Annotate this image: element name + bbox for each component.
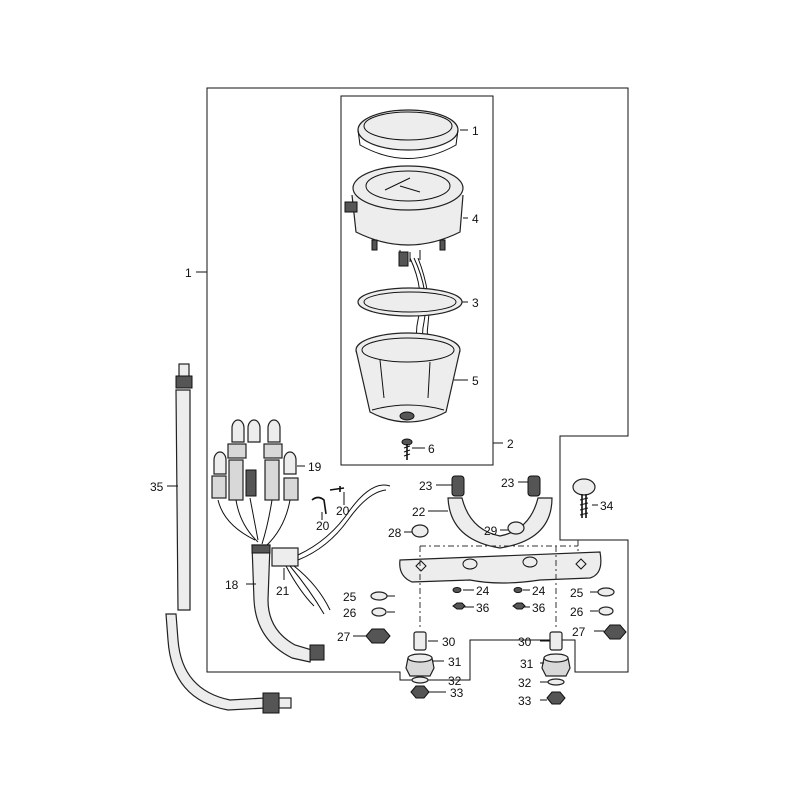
washer-25-left [370,591,388,601]
speedometer-cable-part [165,363,292,714]
washer-24-right [513,587,523,593]
nut-27-left [365,628,391,644]
callout-5: 5 [472,374,479,388]
callout-1: 1 [185,266,192,280]
callout-21: 21 [276,584,290,598]
harness-band [251,544,271,554]
callout-32-left: 32 [448,674,462,688]
mounting-plate-part [399,551,602,584]
callout-26-right: 26 [570,605,584,619]
harness-connector [309,644,325,661]
callout-27-left: 27 [337,630,351,644]
callout-2: 2 [507,437,514,451]
callout-31-right: 31 [520,657,534,671]
screw-20-part-a [329,486,345,492]
callout-33-right: 33 [518,694,532,708]
callout-36-left: 36 [476,601,490,615]
washer-26-left [371,607,387,617]
assembly-boundary-1 [206,87,629,681]
callout-22: 22 [412,505,426,519]
screw-6-part [401,438,413,460]
washer-26-right [598,606,614,616]
callout-labels: 1 4 3 5 6 2 1 35 19 20 20 18 21 23 23 22… [150,124,614,708]
grommet-23-right [527,475,541,497]
bulb-sockets-part [211,419,299,501]
callout-31-left: 31 [448,655,462,669]
callout-4: 3 [472,296,479,310]
callout-19: 19 [308,460,322,474]
callout-18: 18 [225,578,239,592]
damper-stack-left [405,631,435,699]
nut-36-right [512,602,526,610]
connector-21-part [271,484,391,615]
callout-36-right: 36 [532,601,546,615]
callout-34: 34 [600,499,614,513]
callout-20-b: 20 [316,519,330,533]
washer-24-left [452,587,462,593]
nut-36-left [452,602,466,610]
gasket-part [357,287,463,317]
callout-20-a: 20 [336,504,350,518]
callout-6: 6 [428,442,435,456]
damper-stack-right [541,631,571,705]
nut-27-right [603,624,627,640]
callout-35: 35 [150,480,164,494]
washer-25-right [597,587,615,597]
bolt-34-part [572,478,596,518]
callout-33-left: 33 [450,686,464,700]
bracket-22-part [447,497,553,549]
callout-24-right: 24 [532,584,546,598]
speedometer-body-part [344,165,464,267]
cap-29-part [507,521,525,535]
callout-28: 28 [388,526,402,540]
meter-assembly-box-2 [340,95,494,466]
callout-23-left: 23 [419,479,433,493]
callout-30-left: 30 [442,635,456,649]
callout-25-left: 25 [343,590,357,604]
wire-harness-part [217,497,291,547]
callout-7: 1 [472,124,479,138]
callout-27-right: 27 [572,625,586,639]
callout-26-left: 26 [343,606,357,620]
callout-23-right: 23 [501,476,515,490]
cap-28-part [411,524,429,538]
callout-29: 29 [484,524,498,538]
meter-case-part [355,332,461,423]
callout-32-right: 32 [518,676,532,690]
screw-20-part-b [311,496,327,515]
callout-24-left: 24 [476,584,490,598]
bezel-ring-part [357,109,459,159]
callout-3: 4 [472,212,479,226]
callout-25-right: 25 [570,586,584,600]
leader-lines [167,129,604,701]
grommet-23-left [451,475,465,497]
callout-30-right: 30 [518,635,532,649]
